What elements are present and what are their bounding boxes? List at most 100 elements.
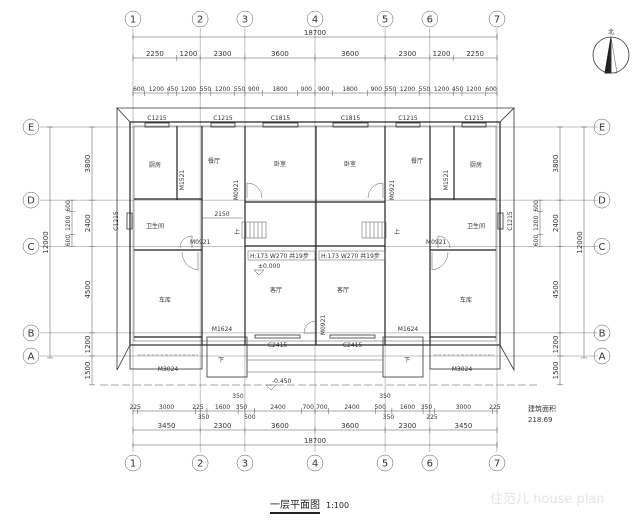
dimension-label: 12000 <box>42 231 50 253</box>
dimension-label: 900 <box>318 86 330 93</box>
stair-note: H:173 W270 共19步 <box>250 252 309 260</box>
window <box>144 122 170 128</box>
dimension-label: 450 <box>167 86 179 93</box>
dimension-label: 900 <box>301 86 313 93</box>
door-label: M0921 <box>233 180 240 201</box>
window-label: C2415 <box>268 342 288 349</box>
window-label: C1215 <box>113 211 120 231</box>
window <box>332 122 369 128</box>
dimension-label: 2400 <box>552 214 560 232</box>
axis-bubble <box>236 454 254 472</box>
axis-label-1: 1 <box>130 459 136 470</box>
door-swing <box>181 251 199 271</box>
front-step <box>246 359 384 373</box>
area-value: 218.69 <box>528 416 553 424</box>
window <box>497 212 504 230</box>
axis-label-C: C <box>599 242 606 253</box>
axis-bubble <box>22 118 40 136</box>
door-label: M1521 <box>179 170 186 191</box>
axis-bubble <box>191 10 209 28</box>
dimension-label: 3800 <box>84 155 92 173</box>
room-label: 厨房 <box>470 161 482 169</box>
entry-porch-right <box>382 336 424 378</box>
dimension-label: 500 <box>374 404 386 411</box>
door-label: M1624 <box>398 326 419 333</box>
axis-label-B: B <box>28 328 35 339</box>
axis-label-E: E <box>28 123 34 134</box>
axis-label-D: D <box>27 196 35 207</box>
axis-bubble <box>306 10 324 28</box>
elevation-floor: ±0.000 <box>258 263 280 270</box>
dimension-label: 3600 <box>341 422 359 430</box>
axis-bubble <box>593 118 611 136</box>
door-swing <box>179 235 193 249</box>
dimension-label: 1200 <box>533 215 540 230</box>
watermark: 住范儿 house plan <box>490 492 605 507</box>
window-label: C1215 <box>507 211 514 231</box>
building-area: 建筑面积 218.69 <box>528 404 556 426</box>
roof-eave-left <box>116 108 131 371</box>
axis-label-4: 4 <box>312 459 318 470</box>
outer-wall-inner <box>133 125 497 342</box>
entry-porch-left <box>206 336 248 378</box>
door-label: M3024 <box>158 366 179 373</box>
window-label: C1215 <box>464 115 484 122</box>
dimension-label: 350 <box>421 404 433 411</box>
axis-label-C: C <box>28 242 35 253</box>
elevation-marker <box>265 384 277 391</box>
stair-direction: 下 <box>218 357 224 364</box>
window <box>461 122 487 128</box>
axis-bubble <box>124 10 142 28</box>
axis-bubble <box>124 454 142 472</box>
room-label: 车库 <box>460 296 472 304</box>
window-label: C1815 <box>271 115 291 122</box>
axis-bubble <box>22 324 40 342</box>
dimension-label: 1200 <box>181 86 196 93</box>
door-label: M0921 <box>426 239 447 246</box>
dimension-label: 2250 <box>466 50 484 58</box>
room-label: 客厅 <box>337 286 349 294</box>
dimension-label: 1200 <box>84 336 92 354</box>
axis-bubble <box>376 10 394 28</box>
axis-bubble <box>22 238 40 255</box>
dimension-label: 225 <box>129 404 141 411</box>
door-swing <box>246 182 263 199</box>
dimension-label: 1200 <box>149 86 164 93</box>
room-label: 卫生间 <box>146 222 164 230</box>
title-name: 一层平面图 <box>270 500 320 514</box>
door-swing <box>303 320 317 334</box>
axis-label-3: 3 <box>242 459 248 470</box>
dimension-label: 500 <box>244 414 256 421</box>
north-arrow-icon <box>610 36 618 74</box>
dimension-label: 1200 <box>433 50 451 58</box>
stair-note-box <box>318 250 386 261</box>
room-label: 卧室 <box>344 160 356 168</box>
dimension-label: 350 <box>383 414 395 421</box>
dimension-label: 3600 <box>341 50 359 58</box>
door-label: M0921 <box>190 239 211 246</box>
dimension-label: 1200 <box>215 86 230 93</box>
dimension-label: 1800 <box>272 86 287 93</box>
dimension-label: 2300 <box>399 422 417 430</box>
dimension-label: 450 <box>452 86 464 93</box>
dimension-label: 2400 <box>270 404 285 411</box>
room-label: 厨房 <box>149 161 161 169</box>
room-label: 餐厅 <box>208 157 220 165</box>
title-scale: 1:100 <box>326 501 350 510</box>
stair-note-box <box>247 250 316 261</box>
dimension-label: 4500 <box>84 281 92 299</box>
dimension-label: 550 <box>234 86 246 93</box>
elevation-marker <box>253 269 265 276</box>
window <box>210 122 236 128</box>
window-label: C1815 <box>341 115 361 122</box>
room-label: 卫生间 <box>467 222 485 230</box>
area-label: 建筑面积 <box>528 405 556 413</box>
dimension-label: 3450 <box>455 422 473 430</box>
dimension-label: 350 <box>198 414 210 421</box>
axis-label-A: A <box>28 352 35 363</box>
garage-apron-right <box>429 344 501 370</box>
elevation-outside: -0.450 <box>272 378 292 385</box>
drawing-title: 一层平面图 1:100 <box>270 496 350 514</box>
roof-eave-top <box>116 107 515 123</box>
